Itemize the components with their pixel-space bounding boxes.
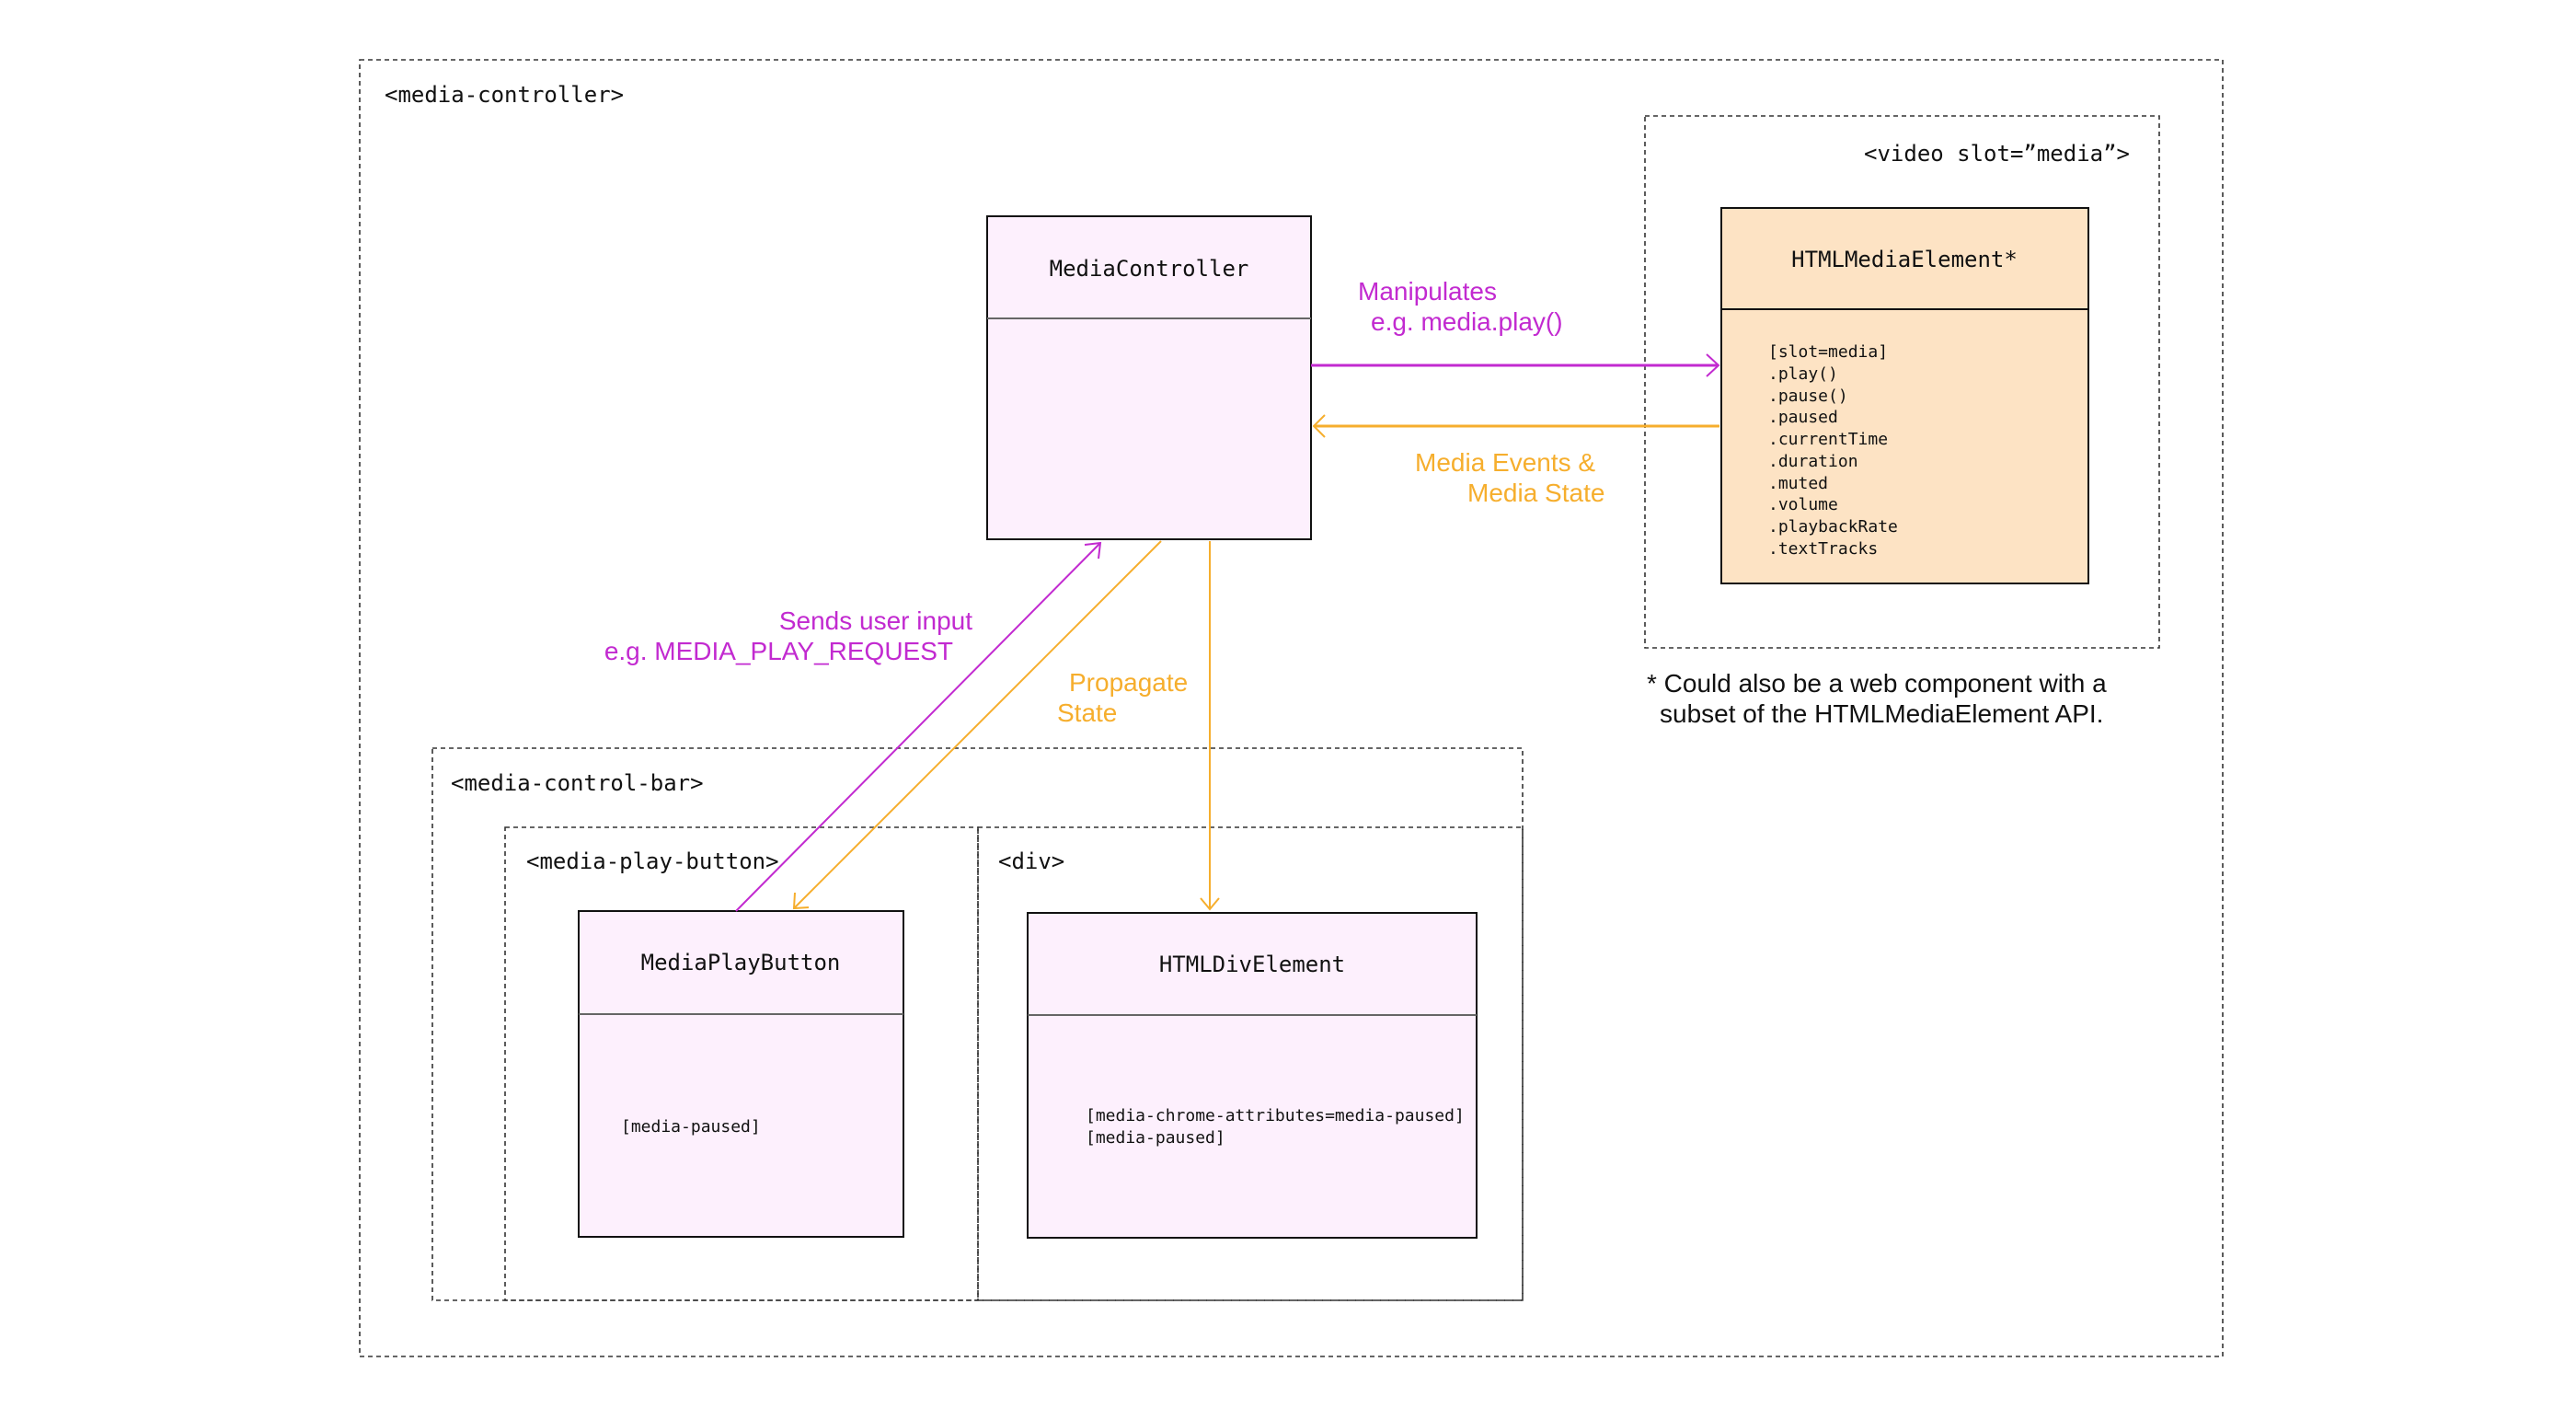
html-media-element-attributes: [slot=media] .play() .pause() .paused .c… [1768, 342, 1908, 559]
attribute: [media-paused] [1086, 1128, 1225, 1148]
html-media-element-class: HTMLMediaElement* [slot=media] .play() .… [1720, 207, 2089, 584]
media-controller-class: MediaController [986, 215, 1312, 540]
media-play-button-class: MediaPlayButton [media-paused] [578, 910, 904, 1238]
media-events-label: Media Events & [1415, 448, 1595, 477]
media-controller-container-label: <media-controller> [385, 82, 624, 108]
attribute: .duration [1768, 452, 1858, 471]
div-container [977, 826, 1524, 1301]
html-div-element-title: HTMLDivElement [1159, 952, 1345, 977]
media-controller-container [359, 59, 2224, 1357]
attribute: .paused [1768, 408, 1838, 427]
manipulates-arrow [1311, 353, 1720, 377]
sends-user-input-label: Sends user input [779, 606, 972, 635]
html-media-element-title: HTMLMediaElement* [1791, 247, 2018, 272]
media-events-arrow [1312, 414, 1719, 438]
media-control-bar-label: <media-control-bar> [451, 770, 704, 796]
attribute: .playbackRate [1768, 517, 1898, 537]
attribute: .muted [1768, 474, 1828, 493]
footnote-line-2: subset of the HTMLMediaElement API. [1660, 699, 2103, 728]
attribute: .textTracks [1768, 539, 1878, 559]
attribute: .pause() [1768, 387, 1848, 406]
media-play-button-title: MediaPlayButton [641, 950, 841, 975]
propagate-state-label-2: State [1057, 698, 1117, 727]
video-container-label: <video slot=”media”> [1864, 141, 2130, 167]
sends-user-input-example: e.g. MEDIA_PLAY_REQUEST [604, 637, 953, 665]
media-controller-title: MediaController [1050, 256, 1249, 282]
propagate-state-arrows [792, 540, 1220, 911]
manipulates-label: Manipulates [1358, 277, 1497, 306]
div-container-label: <div> [998, 848, 1064, 874]
attribute: [slot=media] [1768, 342, 1888, 362]
sends-user-input-arrow [735, 541, 1102, 912]
footnote-line-1: * Could also be a web component with a [1647, 669, 2107, 698]
media-state-label: Media State [1467, 479, 1604, 507]
attribute: [media-chrome-attributes=media-paused] [1086, 1106, 1465, 1125]
video-container [1644, 115, 2160, 649]
propagate-state-label: Propagate [1069, 668, 1188, 697]
media-play-button-container [504, 826, 979, 1301]
media-play-button-container-label: <media-play-button> [526, 848, 779, 874]
attribute: .currentTime [1768, 430, 1888, 449]
attribute: .play() [1768, 364, 1838, 384]
html-div-element-class: HTMLDivElement [media-chrome-attributes=… [1027, 912, 1478, 1239]
attribute: [media-paused] [621, 1117, 761, 1137]
attribute: .volume [1768, 495, 1838, 514]
manipulates-example: e.g. media.play() [1371, 307, 1563, 336]
